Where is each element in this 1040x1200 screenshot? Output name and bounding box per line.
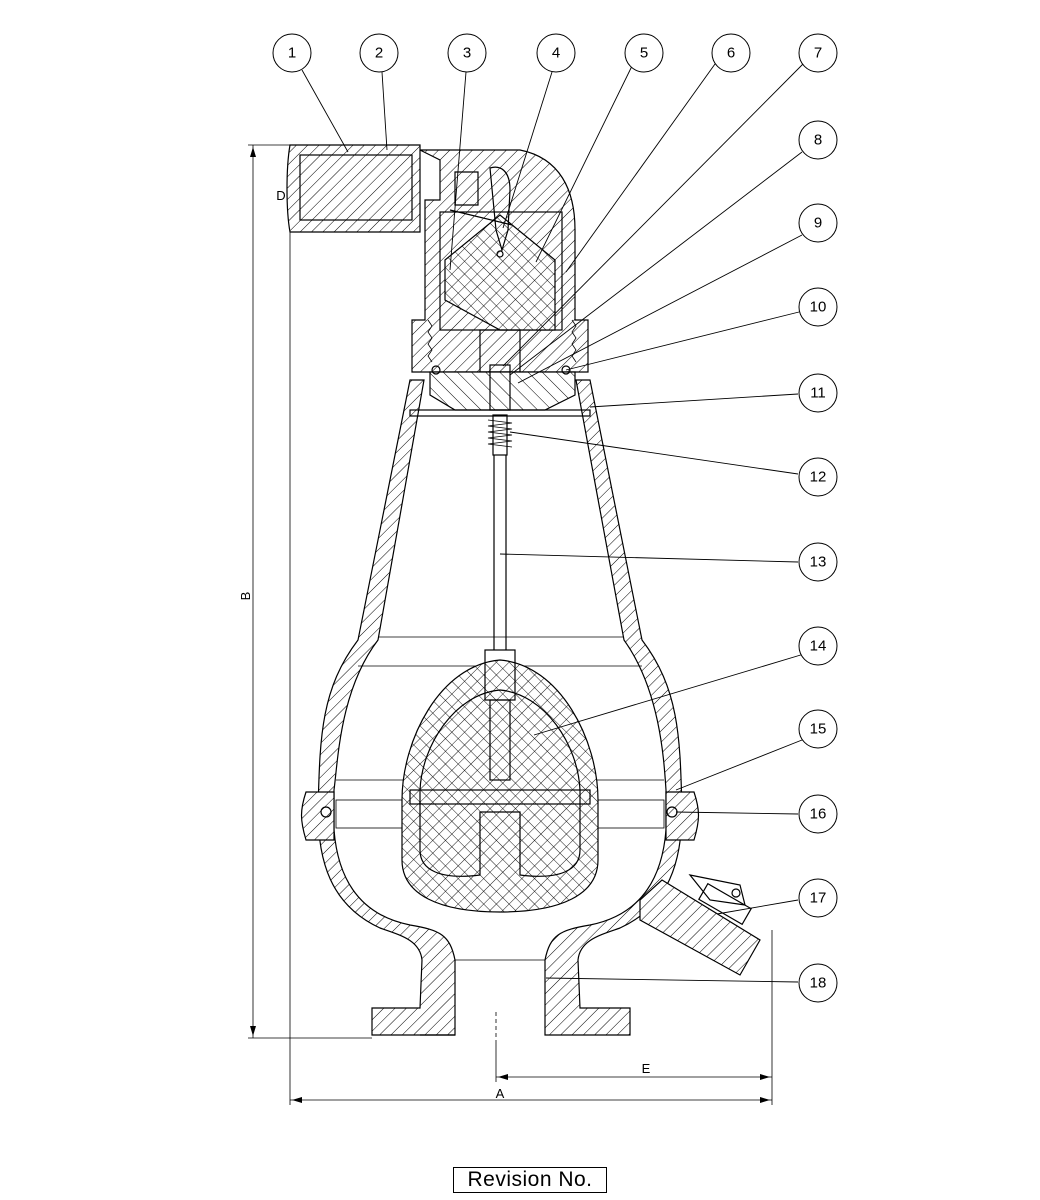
balloon-14: 14: [798, 626, 838, 666]
balloon-15: 15: [798, 709, 838, 749]
balloon-4: 4: [536, 33, 576, 73]
balloon-2: 2: [359, 33, 399, 73]
top-cover: [286, 144, 591, 417]
dim-label-a: A: [496, 1086, 505, 1101]
balloon-1-label: 1: [288, 45, 296, 62]
balloon-6-label: 6: [727, 45, 735, 62]
dimension-lines: B A E D: [238, 144, 773, 1105]
balloon-17: 17: [798, 878, 838, 918]
balloon-10-label: 10: [810, 299, 827, 316]
balloon-5: 5: [624, 33, 664, 73]
balloon-18-label: 18: [810, 975, 827, 992]
balloon-13-label: 13: [810, 554, 827, 571]
float-ball: [401, 649, 599, 913]
balloon-17-label: 17: [810, 890, 827, 907]
balloon-18: 18: [798, 963, 838, 1003]
valve-body: [317, 379, 683, 1040]
balloon-14-label: 14: [810, 638, 827, 655]
balloon-5-label: 5: [640, 45, 648, 62]
balloon-8-label: 8: [814, 132, 822, 149]
balloon-6: 6: [711, 33, 751, 73]
balloon-1: 1: [272, 33, 312, 73]
balloon-2-label: 2: [375, 45, 383, 62]
revision-label: Revision No.: [453, 1167, 607, 1193]
balloon-11-label: 11: [810, 385, 826, 402]
balloon-3-label: 3: [463, 45, 471, 62]
balloon-16: 16: [798, 794, 838, 834]
body-flange-joint: [300, 791, 700, 841]
stem-and-spring: [487, 364, 513, 650]
balloon-8: 8: [798, 120, 838, 160]
balloon-12: 12: [798, 457, 838, 497]
balloon-10: 10: [798, 287, 838, 327]
balloon-7-label: 7: [814, 45, 822, 62]
balloon-12-label: 12: [810, 469, 827, 486]
float-lever: [449, 166, 513, 258]
leader-lines: [301, 63, 805, 983]
drain-valve: [639, 874, 761, 976]
balloon-7: 7: [798, 33, 838, 73]
dim-label-d: D: [276, 188, 285, 203]
balloon-13: 13: [798, 542, 838, 582]
balloon-9: 9: [798, 203, 838, 243]
balloon-3: 3: [447, 33, 487, 73]
balloon-11: 11: [798, 373, 838, 413]
balloon-16-label: 16: [810, 806, 827, 823]
dim-label-e: E: [642, 1061, 651, 1076]
dim-label-b: B: [238, 592, 253, 601]
balloon-15-label: 15: [810, 721, 827, 738]
balloon-9-label: 9: [814, 215, 822, 232]
balloon-4-label: 4: [552, 45, 560, 62]
